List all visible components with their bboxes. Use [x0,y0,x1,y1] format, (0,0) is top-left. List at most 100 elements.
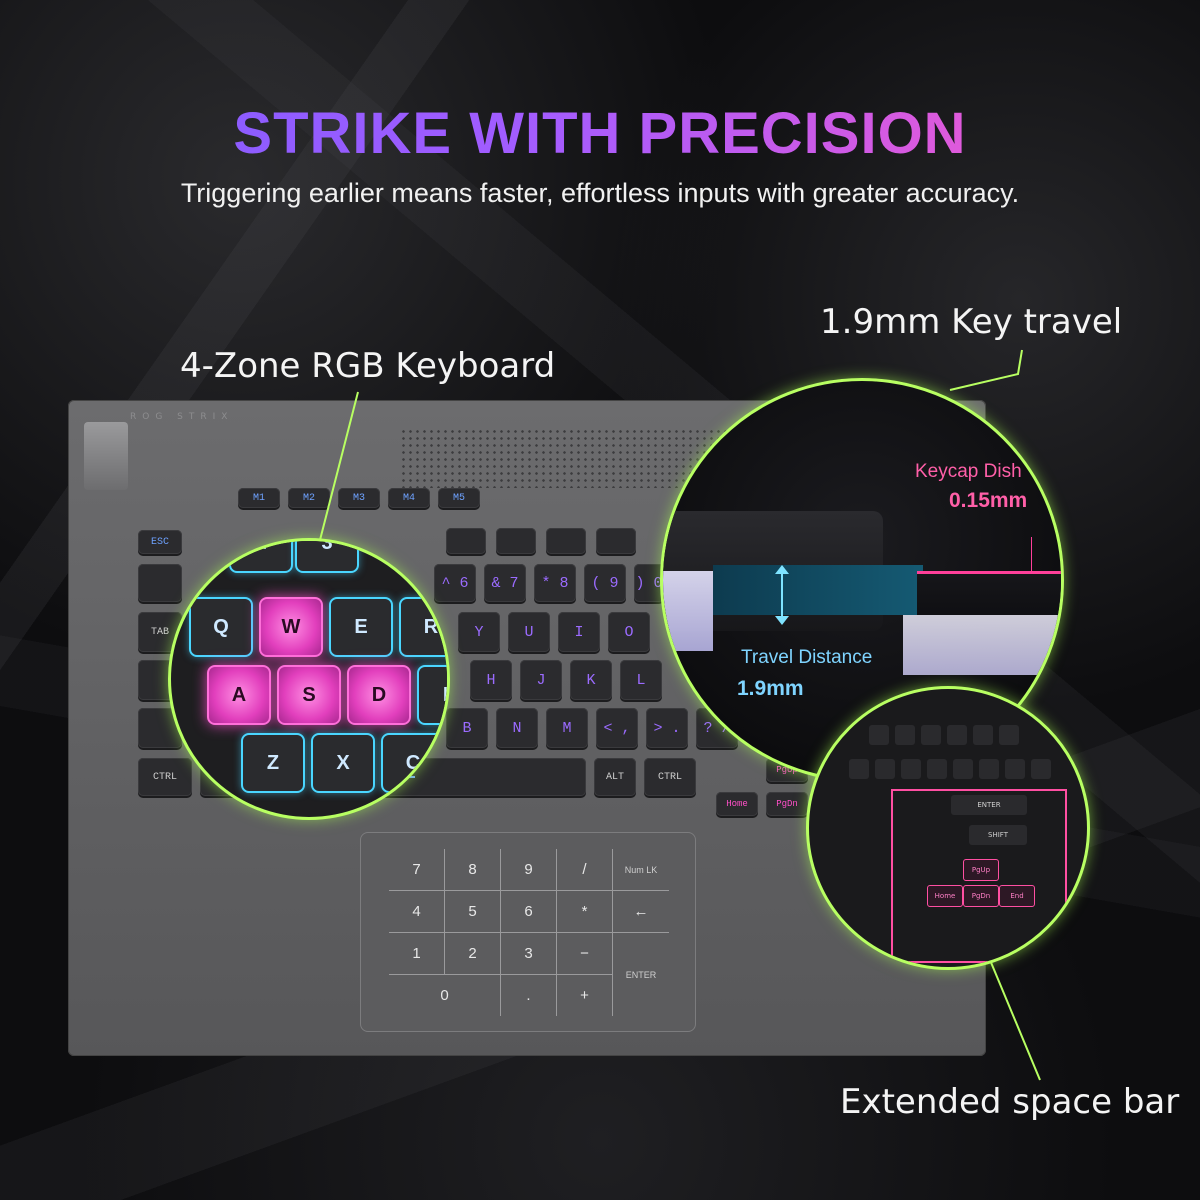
zoom-key [973,725,993,745]
numpad-4[interactable]: 4 [389,891,445,933]
zoom-key [953,759,973,779]
zoom-key-c: C [381,733,445,793]
key-i[interactable]: I [558,612,600,652]
extended-keys-highlight: ENTER SHIFT PgUp Home PgDn End [891,789,1067,963]
zoom-key-e: E [329,597,393,657]
keycap-dish-marker [1031,537,1032,571]
numpad-numlock[interactable]: Num LK [613,849,669,891]
key-j[interactable]: J [520,660,562,700]
zoom-pgup-key: PgUp [963,859,999,881]
zoom-shift-key: SHIFT [969,825,1027,845]
zoom-key [1005,759,1025,779]
media-key-m1[interactable]: M1 [238,488,280,508]
rgb-zoom-lens: 2 3 Q W E R A S D F Z X C [168,538,450,820]
travel-distance-label: Travel Distance [741,647,873,668]
key-9[interactable]: ( 9 [584,564,626,602]
numpad-3[interactable]: 3 [501,933,557,975]
zoom-key [947,725,967,745]
media-key-m5[interactable]: M5 [438,488,480,508]
zoom-key-2: 2 [229,541,293,573]
zoom-key [869,725,889,745]
esc-key[interactable]: ESC [138,530,182,554]
zoom-key [901,759,921,779]
key-travel-zoom-lens: Keycap Dish 0.15mm Travel Distance 1.9mm [660,378,1064,782]
zoom-key-q: Q [189,597,253,657]
key-6[interactable]: ^ 6 [434,564,476,602]
zoom-key [849,759,869,779]
zoom-key-r: R [399,597,447,657]
numpad-2[interactable]: 2 [445,933,501,975]
tilde-key[interactable] [138,564,182,602]
zoom-enter-key: ENTER [951,795,1027,815]
zoom-key [979,759,999,779]
alt-right-key[interactable]: ALT [594,758,636,796]
key-m[interactable]: M [546,708,588,748]
pgdn-key[interactable]: PgDn [766,792,808,816]
travel-distance-arrow [775,565,789,625]
zoom-key [875,759,895,779]
fn-key-f6[interactable] [496,528,536,554]
key-7[interactable]: & 7 [484,564,526,602]
space-bar-zoom-lens: ENTER SHIFT PgUp Home PgDn End [806,686,1090,970]
key-comma[interactable]: < , [596,708,638,748]
numpad-enter[interactable]: ENTER [625,969,657,980]
fn-key-f5[interactable] [446,528,486,554]
callout-rgb-keyboard: 4-Zone RGB Keyboard [180,346,556,386]
numpad-multiply[interactable]: * [557,891,613,933]
brand-strip: ROG STRIX [130,412,234,422]
zoom-key-s: S [277,665,341,725]
numpad-divide[interactable]: / [557,849,613,891]
switch-stem [713,565,923,615]
zoom-key [1031,759,1051,779]
key-period[interactable]: > . [646,708,688,748]
callout-key-travel: 1.9mm Key travel [820,302,1123,342]
key-l[interactable]: L [620,660,662,700]
zoom-key-d: D [347,665,411,725]
media-key-m2[interactable]: M2 [288,488,330,508]
travel-distance-value: 1.9mm [737,677,804,700]
media-key-m3[interactable]: M3 [338,488,380,508]
numpad-6[interactable]: 6 [501,891,557,933]
key-8[interactable]: * 8 [534,564,576,602]
switch-housing-left [663,571,713,651]
zoom-key [895,725,915,745]
zoom-key [921,725,941,745]
numpad-backspace[interactable]: ← [613,891,669,933]
home-key[interactable]: Home [716,792,758,816]
headline: STRIKE WITH PRECISION [0,100,1200,167]
zoom-home-key: Home [927,885,963,907]
keycap-dish-label: Keycap Dish [915,461,1022,482]
numpad-plus[interactable]: + [557,975,613,1016]
fn-key-f8[interactable] [596,528,636,554]
numberpad-touchpad[interactable]: 7 8 9 / Num LK 4 5 6 * ← 1 2 3 − ENTER 0… [360,832,696,1032]
zoom-key [999,725,1019,745]
speaker-grille [400,428,730,488]
subheadline: Triggering earlier means faster, effortl… [180,178,1020,208]
ctrl-right-key[interactable]: CTRL [644,758,696,796]
callout-space-bar: Extended space bar [840,1082,1180,1122]
key-0[interactable]: ) 0 [634,564,664,602]
numpad-0[interactable]: 0 [389,975,501,1016]
key-n[interactable]: N [496,708,538,748]
hinge [84,422,128,490]
key-y[interactable]: Y [458,612,500,652]
zoom-end-key: End [999,885,1035,907]
key-b[interactable]: B [446,708,488,748]
key-o[interactable]: O [608,612,650,652]
keycap-dish-surface [917,571,1061,618]
numpad-9[interactable]: 9 [501,849,557,891]
ctrl-left-key[interactable]: CTRL [138,758,192,796]
key-k[interactable]: K [570,660,612,700]
key-h[interactable]: H [470,660,512,700]
fn-key-f7[interactable] [546,528,586,554]
numpad-8[interactable]: 8 [445,849,501,891]
numpad-minus[interactable]: − [557,933,613,975]
numpad-5[interactable]: 5 [445,891,501,933]
numpad-7[interactable]: 7 [389,849,445,891]
keycap-dish-value: 0.15mm [949,489,1028,512]
zoom-key-z: Z [241,733,305,793]
media-key-m4[interactable]: M4 [388,488,430,508]
numpad-1[interactable]: 1 [389,933,445,975]
numpad-decimal[interactable]: . [501,975,557,1016]
key-u[interactable]: U [508,612,550,652]
